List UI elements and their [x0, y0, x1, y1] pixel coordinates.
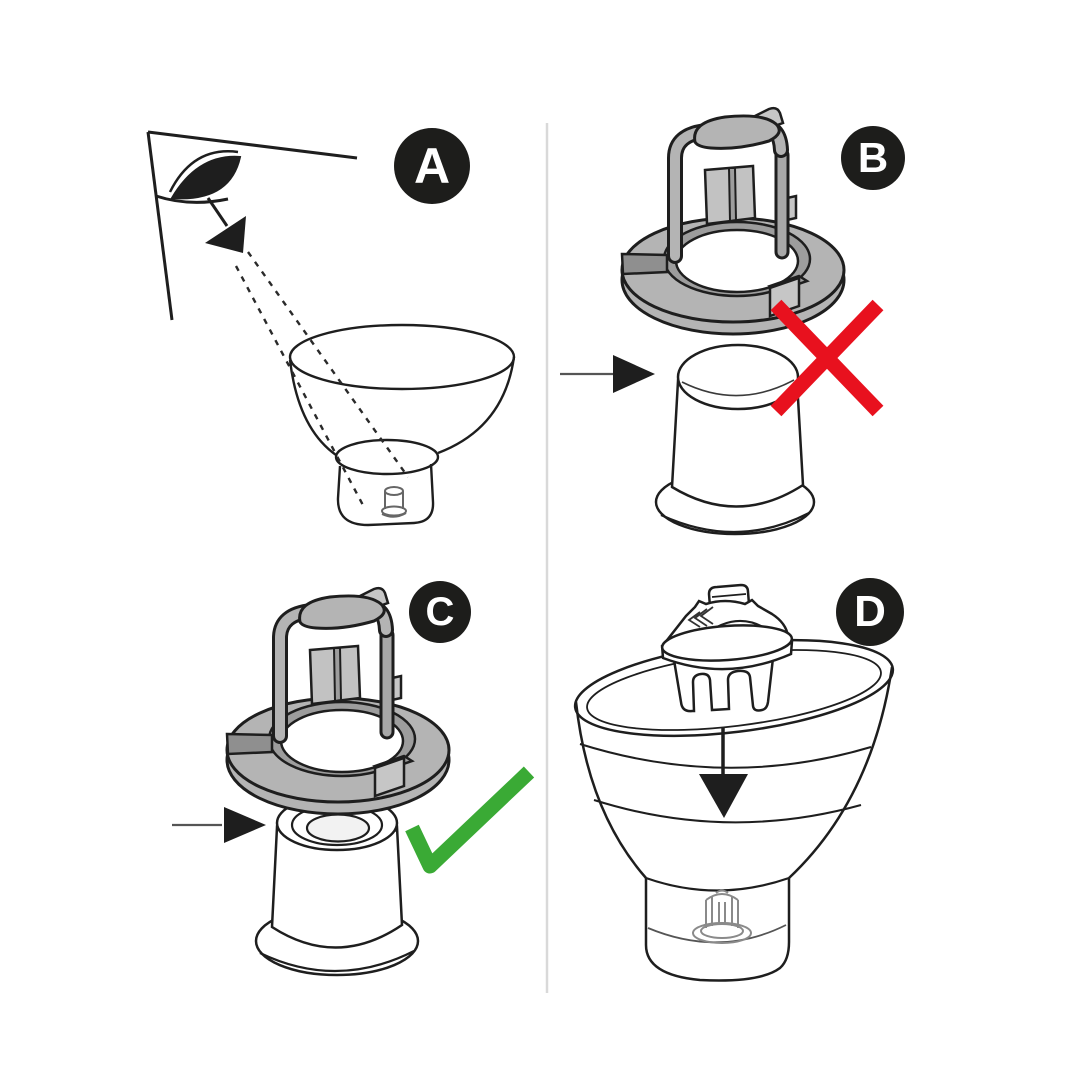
step-letter: D: [854, 587, 886, 636]
cartridge-adapter: [622, 108, 844, 334]
sight-lines: [234, 251, 409, 508]
step-badge-c: C: [409, 581, 471, 643]
step-letter: C: [425, 590, 455, 634]
step-letter: B: [857, 134, 889, 181]
panel-c-illustration: [172, 588, 535, 977]
panel-a-illustration: [146, 130, 516, 527]
filter-cartridge: [660, 583, 794, 713]
funnel-outline: [288, 323, 516, 527]
panel-d-illustration: [573, 583, 895, 982]
adapter-cup: [654, 343, 816, 536]
step-badge-b: B: [841, 126, 905, 190]
step-badge-d: D: [836, 578, 904, 646]
arrow-right-icon: [560, 355, 655, 393]
step-letter: A: [413, 138, 451, 194]
arrow-right-icon: [172, 807, 266, 843]
arrow-down-icon: [699, 728, 748, 818]
panel-b-illustration: [560, 108, 884, 536]
pointer-arrow-icon: [205, 197, 246, 253]
eye-view-icon: [146, 130, 358, 321]
funnel-outline: [573, 638, 895, 982]
outlet-valve: [692, 889, 752, 944]
red-cross-icon: [770, 299, 884, 417]
outlet-cylinder: [381, 486, 407, 518]
green-check-icon: [405, 766, 535, 874]
step-badge-a: A: [394, 128, 470, 204]
adapter-cup: [254, 794, 420, 977]
